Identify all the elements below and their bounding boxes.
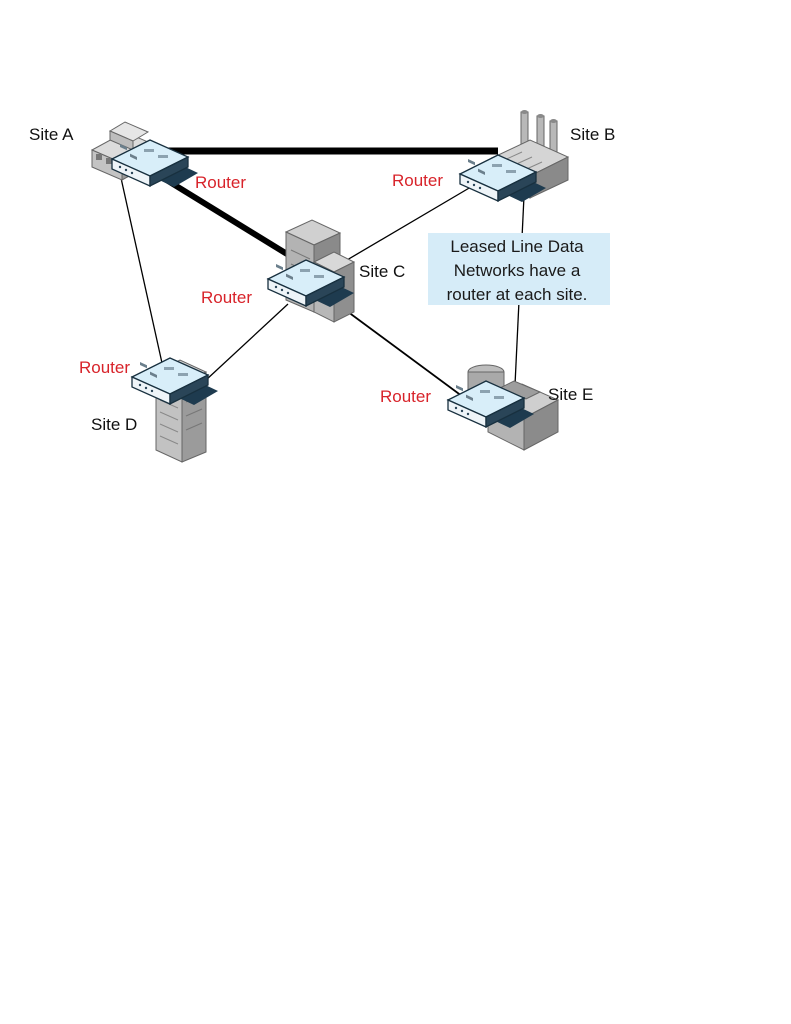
router-d-icon <box>131 357 219 406</box>
site-b-label: Site B <box>570 125 615 144</box>
link-a-d <box>120 177 165 373</box>
site-e-label: Site E <box>548 385 593 404</box>
site-d-label: Site D <box>91 415 137 434</box>
router-e-label: Router <box>380 387 431 406</box>
site-c-label: Site C <box>359 262 405 281</box>
router-c-label: Router <box>201 288 252 307</box>
router-a-icon <box>111 139 199 188</box>
router-a-label: Router <box>195 173 246 192</box>
link-c-d <box>205 303 289 381</box>
link-a-c <box>158 173 302 265</box>
link-c-e <box>339 305 471 403</box>
note-line-3: router at each site. <box>447 285 588 304</box>
site-a-label: Site A <box>29 125 74 144</box>
router-b-label: Router <box>392 171 443 190</box>
link-b-c <box>329 183 477 271</box>
note-background <box>428 233 610 305</box>
note-line-1: Leased Line Data <box>450 237 584 256</box>
note-callout: Leased Line Data Networks have a router … <box>428 233 610 305</box>
note-line-2: Networks have a <box>454 261 581 280</box>
router-d-label: Router <box>79 358 130 377</box>
